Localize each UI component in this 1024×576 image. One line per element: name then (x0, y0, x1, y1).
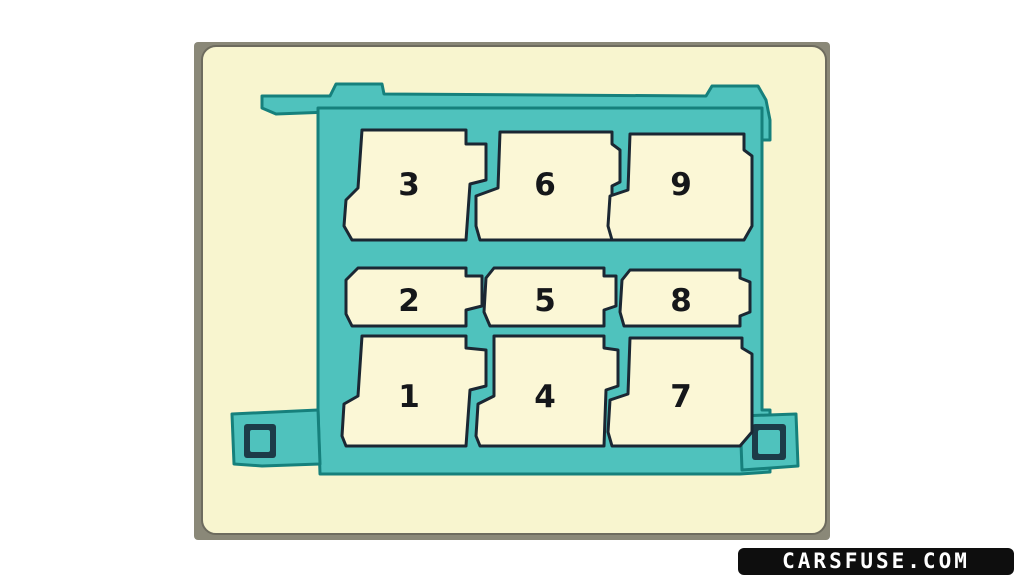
slot-7-body (606, 336, 754, 448)
slot-1-label: 1 (398, 379, 420, 415)
right-clip-slot-inner (758, 430, 780, 454)
slot-3-body (342, 128, 488, 242)
slot-2-label: 2 (398, 283, 420, 319)
slot-5-body (482, 266, 618, 328)
slot-7-label: 7 (670, 379, 692, 415)
slot-4-label: 4 (534, 379, 556, 415)
fuse-slots (340, 128, 754, 448)
slot-9-label: 9 (670, 167, 692, 203)
slot-6-label: 6 (534, 167, 556, 203)
slot-3-label: 3 (398, 167, 420, 203)
slot-5-label: 5 (534, 283, 556, 319)
watermark-text: CARSFUSE.COM (782, 549, 970, 573)
left-clip-slot-inner (250, 430, 270, 452)
slot-1-body (340, 334, 488, 448)
slot-2-body (344, 266, 484, 328)
slot-8-body (618, 268, 752, 328)
watermark-badge: CARSFUSE.COM (738, 548, 1014, 575)
slot-8-label: 8 (670, 283, 692, 319)
slot-4-body (474, 334, 620, 448)
slot-labels: 3 6 9 2 5 8 1 4 7 (398, 167, 692, 415)
slot-9-body (606, 132, 754, 242)
